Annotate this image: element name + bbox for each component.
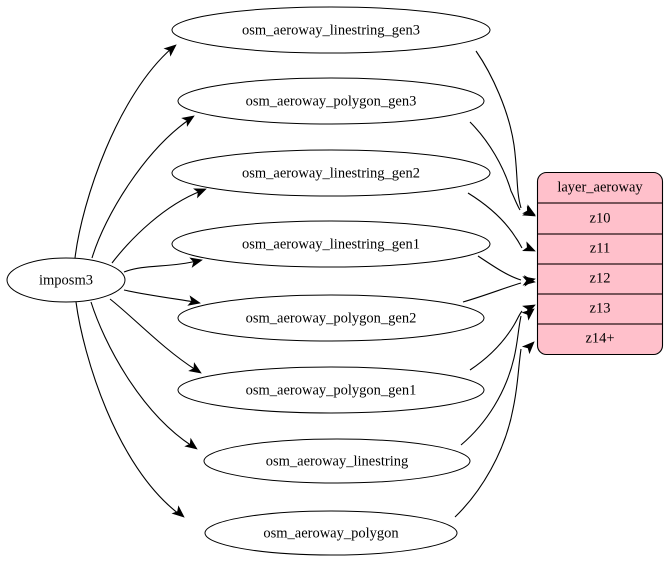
node-label: osm_aeroway_linestring_gen3 bbox=[242, 22, 420, 38]
edge-linestring-gen3-to-z10 bbox=[475, 50, 538, 220]
node-imposm3[interactable]: imposm3 bbox=[6, 257, 126, 303]
node-layer-aeroway-table[interactable]: layer_aeroway z10 z11 z12 z13 z14+ bbox=[536, 171, 664, 356]
edge-polygon-gen1-to-z12 bbox=[469, 300, 538, 371]
table-header-label: layer_aeroway bbox=[557, 179, 643, 195]
node-osm-aeroway-linestring-gen2[interactable]: osm_aeroway_linestring_gen2 bbox=[171, 149, 491, 197]
table-row-z10[interactable]: z10 bbox=[590, 210, 611, 226]
node-osm-aeroway-polygon-gen2[interactable]: osm_aeroway_polygon_gen2 bbox=[177, 294, 485, 342]
edge-imposm3-to-polygon-gen2 bbox=[123, 289, 202, 308]
node-label: osm_aeroway_polygon bbox=[263, 525, 399, 541]
node-label: osm_aeroway_polygon_gen3 bbox=[246, 93, 417, 109]
edge-imposm3-to-polygon-gen3 bbox=[91, 111, 197, 259]
edge-imposm3-to-polygon-gen1 bbox=[109, 298, 204, 378]
edge-linestring-gen2-to-z11 bbox=[467, 192, 538, 256]
node-label: osm_aeroway_linestring_gen2 bbox=[242, 165, 420, 181]
table-row-z12[interactable]: z12 bbox=[590, 270, 611, 286]
edge-imposm3-to-linestring-gen3 bbox=[74, 41, 180, 259]
node-osm-aeroway-polygon-gen3[interactable]: osm_aeroway_polygon_gen3 bbox=[177, 77, 485, 125]
edges-to-layer-aeroway bbox=[454, 50, 538, 518]
node-imposm3-label: imposm3 bbox=[39, 272, 93, 288]
node-osm-aeroway-polygon-gen1[interactable]: osm_aeroway_polygon_gen1 bbox=[177, 366, 485, 414]
edges-from-imposm3 bbox=[74, 41, 209, 521]
edge-polygon-to-z14 bbox=[454, 338, 538, 518]
node-osm-aeroway-linestring-gen3[interactable]: osm_aeroway_linestring_gen3 bbox=[171, 6, 491, 54]
table-row-z14-plus[interactable]: z14+ bbox=[585, 330, 614, 346]
edge-polygon-gen3-to-z10 bbox=[469, 121, 538, 221]
edge-linestring-to-z13 bbox=[460, 305, 538, 446]
edge-imposm3-to-linestring-gen1 bbox=[123, 255, 204, 273]
node-label: osm_aeroway_polygon_gen1 bbox=[246, 382, 417, 398]
edge-linestring-gen1-to-z12 bbox=[477, 255, 536, 287]
edge-polygon-gen2-to-z11 bbox=[462, 274, 537, 303]
table-row-z11[interactable]: z11 bbox=[590, 240, 610, 256]
node-osm-aeroway-linestring-gen1[interactable]: osm_aeroway_linestring_gen1 bbox=[171, 220, 491, 268]
table-row-z13[interactable]: z13 bbox=[590, 300, 611, 316]
node-label: osm_aeroway_polygon_gen2 bbox=[246, 310, 417, 326]
node-osm-aeroway-polygon[interactable]: osm_aeroway_polygon bbox=[204, 510, 458, 556]
edge-imposm3-to-polygon bbox=[75, 301, 188, 521]
node-label: osm_aeroway_linestring bbox=[266, 453, 409, 469]
edge-imposm3-to-linestring bbox=[90, 301, 201, 454]
edge-imposm3-to-linestring-gen2 bbox=[111, 184, 209, 264]
node-label: osm_aeroway_linestring_gen1 bbox=[242, 236, 420, 252]
node-osm-aeroway-linestring[interactable]: osm_aeroway_linestring bbox=[203, 438, 471, 484]
